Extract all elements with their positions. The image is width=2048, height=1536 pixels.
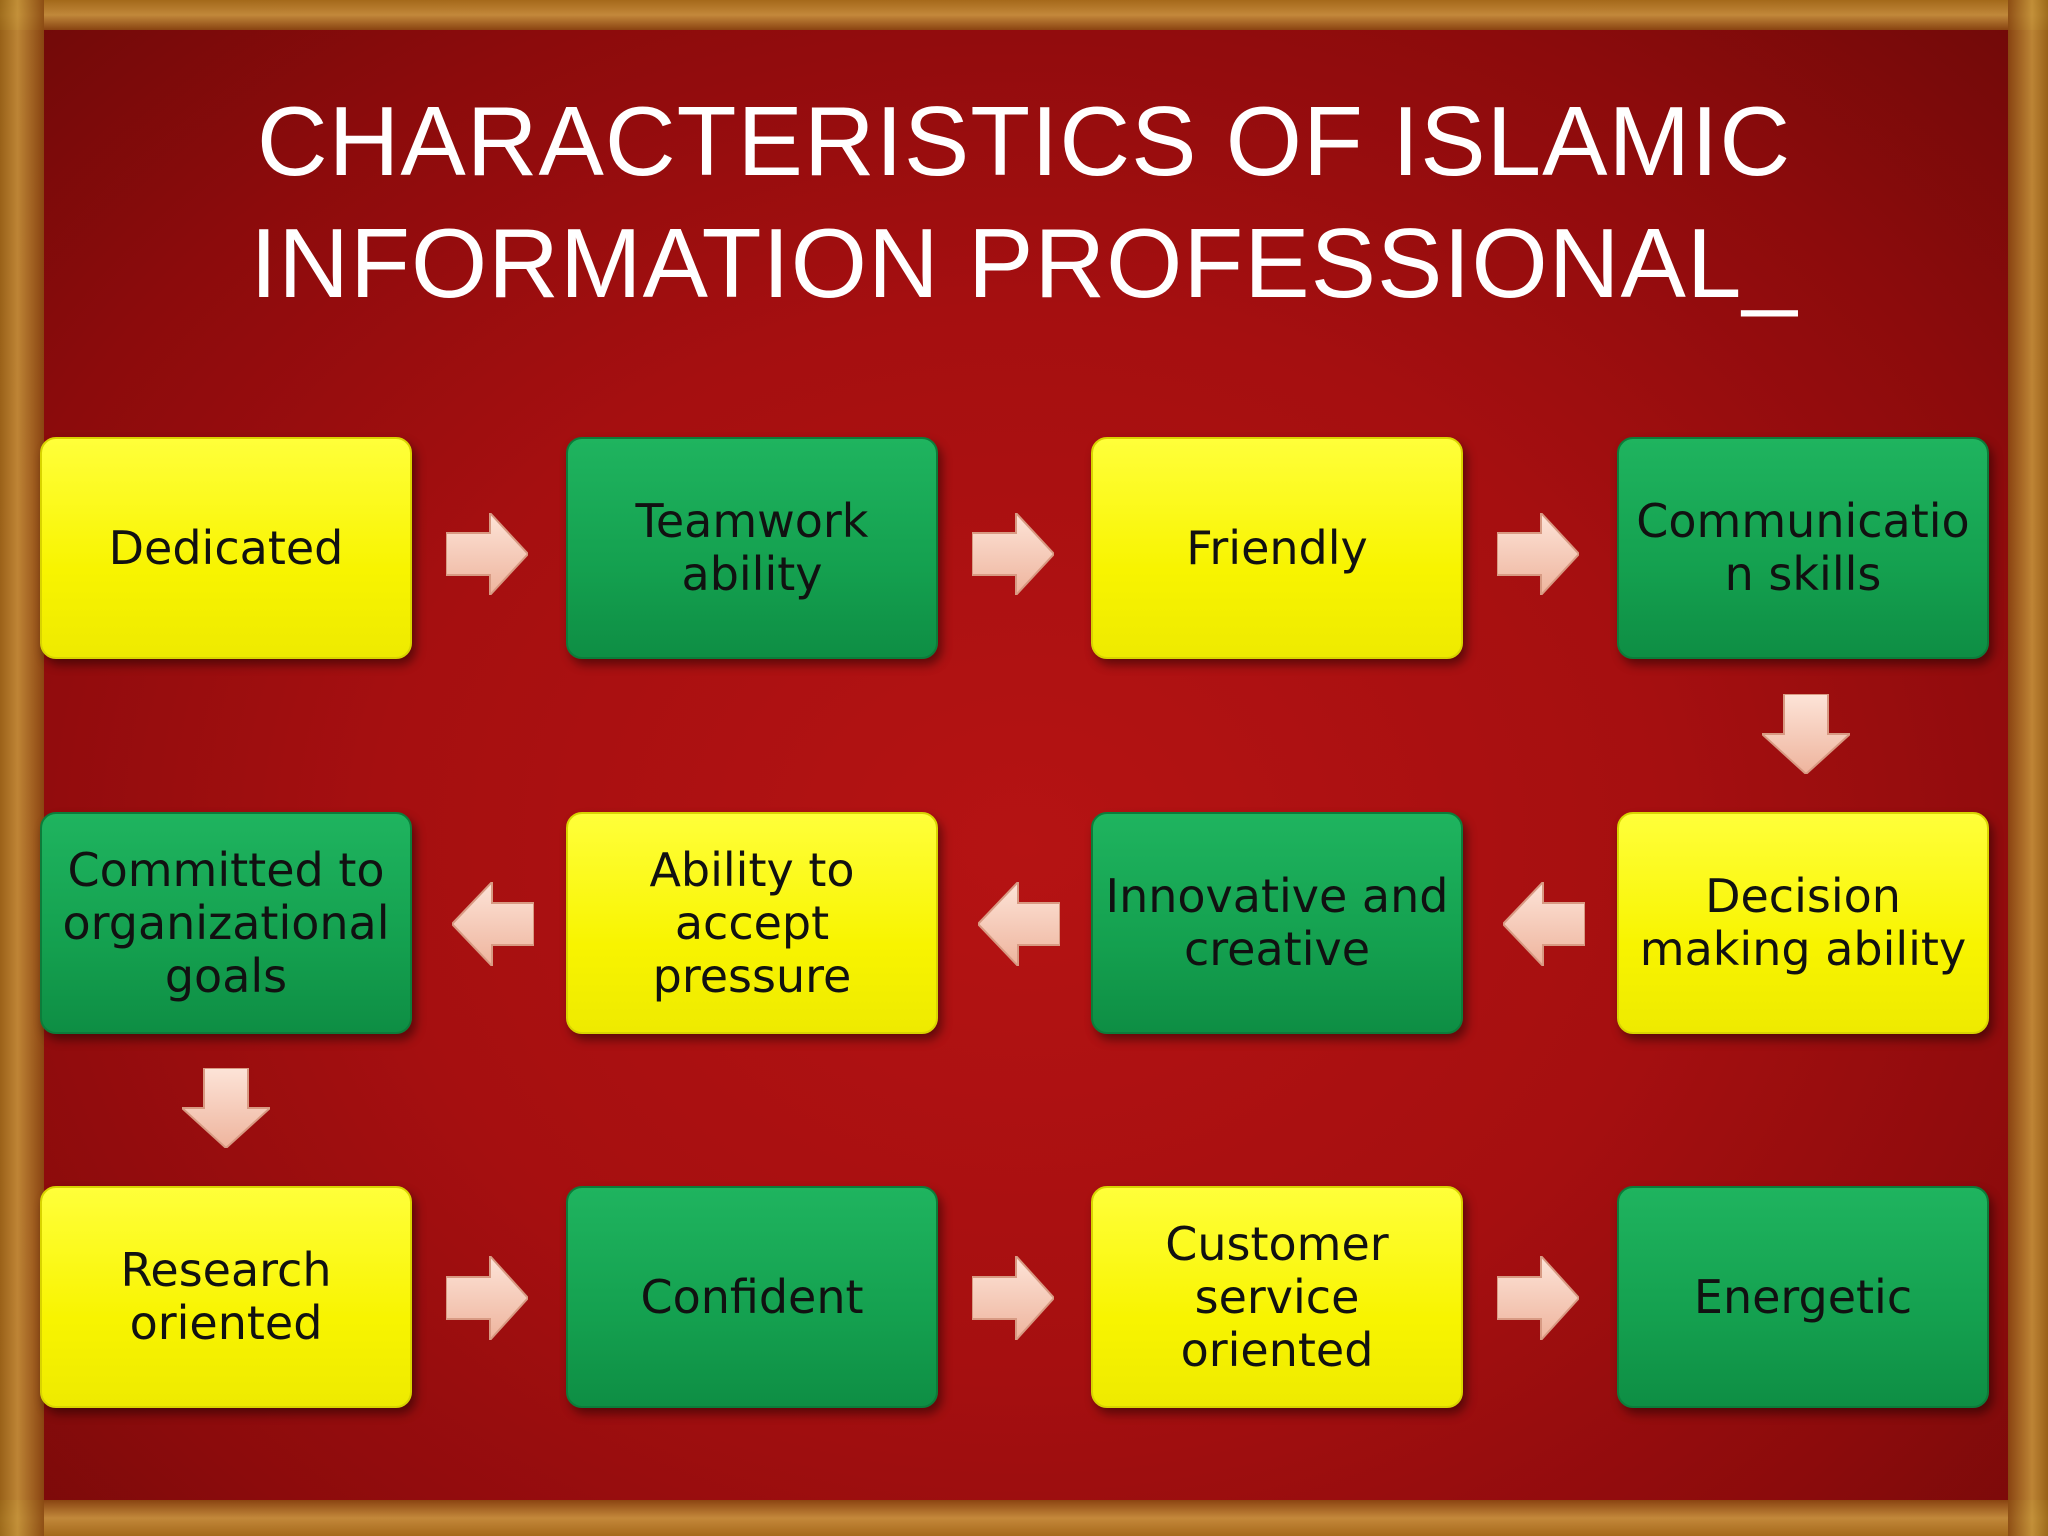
box-label: Ability to accept pressure [649, 842, 855, 1003]
box-decision-making-ability: Decision making ability [1617, 812, 1989, 1034]
box-communication-skills: Communicatio n skills [1617, 437, 1989, 659]
box-label: Research oriented [120, 1243, 332, 1350]
ornate-border-bottom [0, 1500, 2048, 1536]
box-label: Committed to organizational goals [62, 842, 390, 1003]
arrow-right-icon [446, 1256, 528, 1340]
box-ability-to-accept-pressure: Ability to accept pressure [566, 812, 938, 1034]
slide-title-line-2: INFORMATION PROFESSIONAL_ [250, 208, 1798, 318]
box-dedicated: Dedicated [40, 437, 412, 659]
arrow-left-icon [1503, 882, 1585, 966]
box-label: Friendly [1186, 520, 1368, 575]
arrow-down-icon [182, 1068, 270, 1148]
box-label: Customer service oriented [1165, 1216, 1389, 1377]
ornate-border-top [0, 0, 2048, 30]
ornate-border-left [0, 0, 44, 1536]
box-label: Communicatio n skills [1636, 494, 1970, 601]
box-label: Teamwork ability [635, 494, 869, 601]
box-customer-service-oriented: Customer service oriented [1091, 1186, 1463, 1408]
box-research-oriented: Research oriented [40, 1186, 412, 1408]
slide-title: CHARACTERISTICS OF ISLAMIC INFORMATION P… [0, 80, 2048, 324]
box-friendly: Friendly [1091, 437, 1463, 659]
box-innovative-and-creative: Innovative and creative [1091, 812, 1463, 1034]
arrow-right-icon [1497, 1256, 1579, 1340]
arrow-right-icon [972, 1256, 1054, 1340]
box-confident: Confident [566, 1186, 938, 1408]
box-label: Energetic [1693, 1269, 1913, 1324]
arrow-left-icon [452, 882, 534, 966]
box-label: Innovative and creative [1105, 869, 1449, 976]
box-committed-to-organizational-goals: Committed to organizational goals [40, 812, 412, 1034]
box-label: Decision making ability [1639, 869, 1967, 976]
box-label: Confident [640, 1269, 864, 1324]
arrow-right-icon [1497, 513, 1579, 595]
box-teamwork-ability: Teamwork ability [566, 437, 938, 659]
arrow-left-icon [978, 882, 1060, 966]
arrow-down-icon [1762, 694, 1850, 774]
box-energetic: Energetic [1617, 1186, 1989, 1408]
box-label: Dedicated [108, 520, 344, 575]
slide-title-line-1: CHARACTERISTICS OF ISLAMIC [256, 86, 1792, 196]
arrow-right-icon [446, 513, 528, 595]
arrow-right-icon [972, 513, 1054, 595]
ornate-border-right [2008, 0, 2048, 1536]
